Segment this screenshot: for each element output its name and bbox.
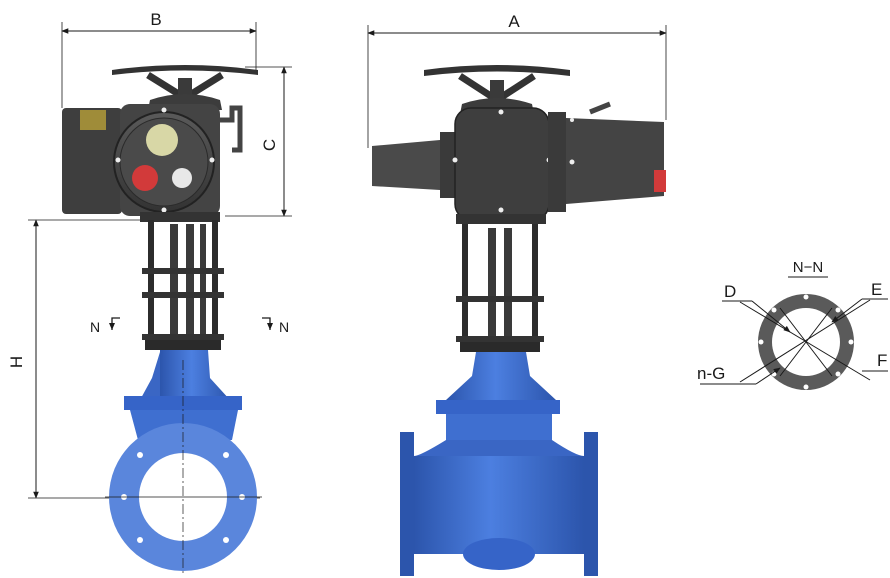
actuator-side: [62, 104, 243, 222]
dimension-a: A: [367, 12, 667, 148]
section-marks: N N: [90, 317, 289, 335]
handwheel: [112, 65, 258, 110]
valve-body-front: [400, 352, 598, 576]
front-view: A: [367, 12, 667, 576]
handwheel-front: [424, 65, 570, 114]
yoke-pillars: [142, 220, 224, 350]
local-remote-knob: [132, 165, 158, 191]
dimension-c: C: [225, 66, 292, 217]
dimension-b: B: [61, 10, 257, 108]
section-mark-left: N: [90, 319, 100, 335]
flange-label-holes: n-G: [697, 364, 725, 383]
flange-label-e: E: [871, 280, 882, 299]
dimension-a-label: A: [508, 12, 520, 31]
dimension-b-label: B: [150, 10, 161, 29]
section-title: N−N: [793, 259, 823, 276]
valve-body-side: [105, 350, 262, 575]
section-mark-right: N: [279, 319, 289, 335]
dimension-c-label: C: [260, 139, 279, 151]
indicator-window: [146, 124, 178, 156]
dimension-h-label: H: [7, 356, 26, 368]
section-n-n: N−N D E F n-G: [697, 259, 888, 390]
flange-label-f: F: [877, 351, 887, 370]
side-view: B C H: [7, 10, 292, 575]
actuator-front: [372, 101, 666, 224]
open-close-knob: [172, 168, 192, 188]
flange-label-d: D: [724, 282, 736, 301]
yoke-pillars-front: [456, 224, 544, 352]
